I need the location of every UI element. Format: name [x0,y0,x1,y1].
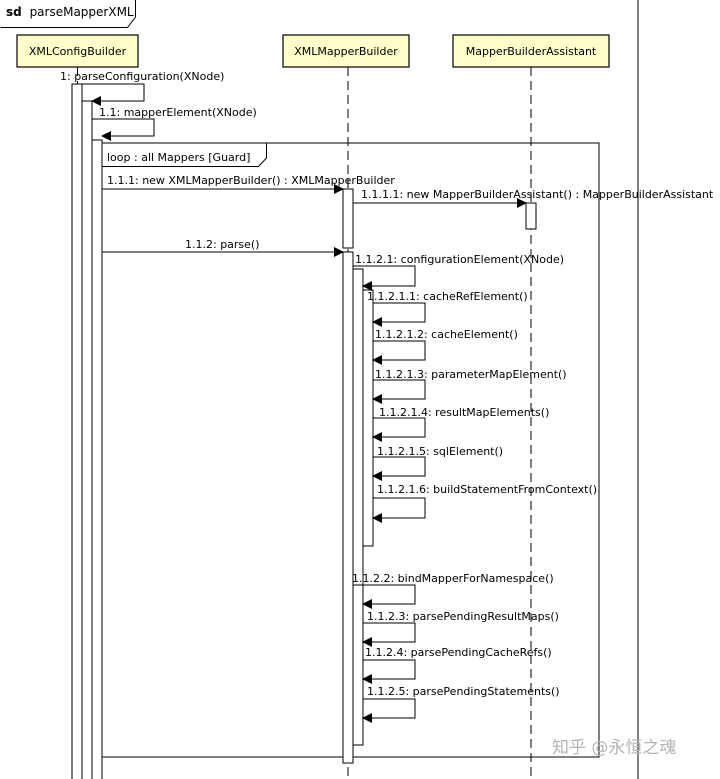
frame-title-prefix: sd [6,5,22,19]
message-arrow [372,340,426,365]
participant-mapperbuilderassistant: MapperBuilderAssistant [452,34,610,68]
participant-xmlmapperbuilder: XMLMapperBuilder [282,34,410,68]
message-arrow [362,698,416,723]
activation-bar [71,83,83,779]
message-arrow [372,379,426,404]
message-label: 1.1.2.1.5: sqlElement() [377,445,503,458]
activation-bar [352,268,364,746]
message-label: 1: parseConfiguration(XNode) [60,70,224,83]
message-arrow [372,497,426,523]
message-arrow [362,659,416,684]
message-label: 1.1.2.1.1: cacheRefElement() [367,290,528,303]
message-arrow [82,83,145,106]
message-labels: 1: parseConfiguration(XNode) 1.1: mapper… [60,70,714,698]
message-label: 1.1.2.1: configurationElement(XNode) [355,253,564,266]
message-arrow [372,302,426,327]
message-label: 1.1.2.1.2: cacheElement() [375,328,518,341]
message-label: 1.1.1: new XMLMapperBuilder() : XMLMappe… [107,174,395,187]
diagram-frame: sd parseMapperXML [0,0,639,779]
message-label: 1.1.2: parse() [185,238,260,251]
message-arrow [372,417,426,442]
message-label: 1.1: mapperElement(XNode) [99,106,257,119]
message-label: 1.1.2.2: bindMapperForNamespace() [352,572,554,585]
participant-xmlconfigbuilder: XMLConfigBuilder [16,34,139,68]
participant-box [282,34,410,68]
loop-label: loop : all Mappers [Guard] [107,151,250,164]
message-label: 1.1.2.1.6: buildStatementFromContext() [377,483,597,496]
activation-bar [362,289,374,547]
message-arrow [353,265,416,291]
loop-guard: : all Mappers [Guard] [134,151,250,164]
message-arrow [362,622,416,647]
activation-bar [91,139,103,779]
message-arrow [372,456,426,481]
activation-bar [342,188,354,249]
activation-bar [81,100,93,779]
message-arrow [92,118,155,141]
activation-bar [342,251,354,764]
message-label: 1.1.2.1.3: parameterMapElement() [375,368,567,381]
messages [82,83,527,723]
message-label: 1.1.2.4: parsePendingCacheRefs() [365,646,552,659]
participant-label: MapperBuilderAssistant [466,45,597,58]
participant-label: XMLConfigBuilder [29,45,127,58]
message-label: 1.1.2.5: parsePendingStatements() [367,685,560,698]
activation-bar [525,202,537,230]
message-label: 1.1.2.3: parsePendingResultMaps() [367,610,559,623]
participant-label: XMLMapperBuilder [294,45,398,58]
loop-operator: loop [107,151,131,164]
message-label: 1.1.1.1: new MapperBuilderAssistant() : … [361,188,714,201]
frame-title-name: parseMapperXML [30,5,134,19]
watermark-text: 知乎 @永恒之魂 [552,738,676,758]
message-arrow [353,584,416,609]
message-label: 1.1.2.1.4: resultMapElements() [379,406,549,419]
frame-title: sd parseMapperXML [6,5,134,19]
participant-box [16,34,139,68]
